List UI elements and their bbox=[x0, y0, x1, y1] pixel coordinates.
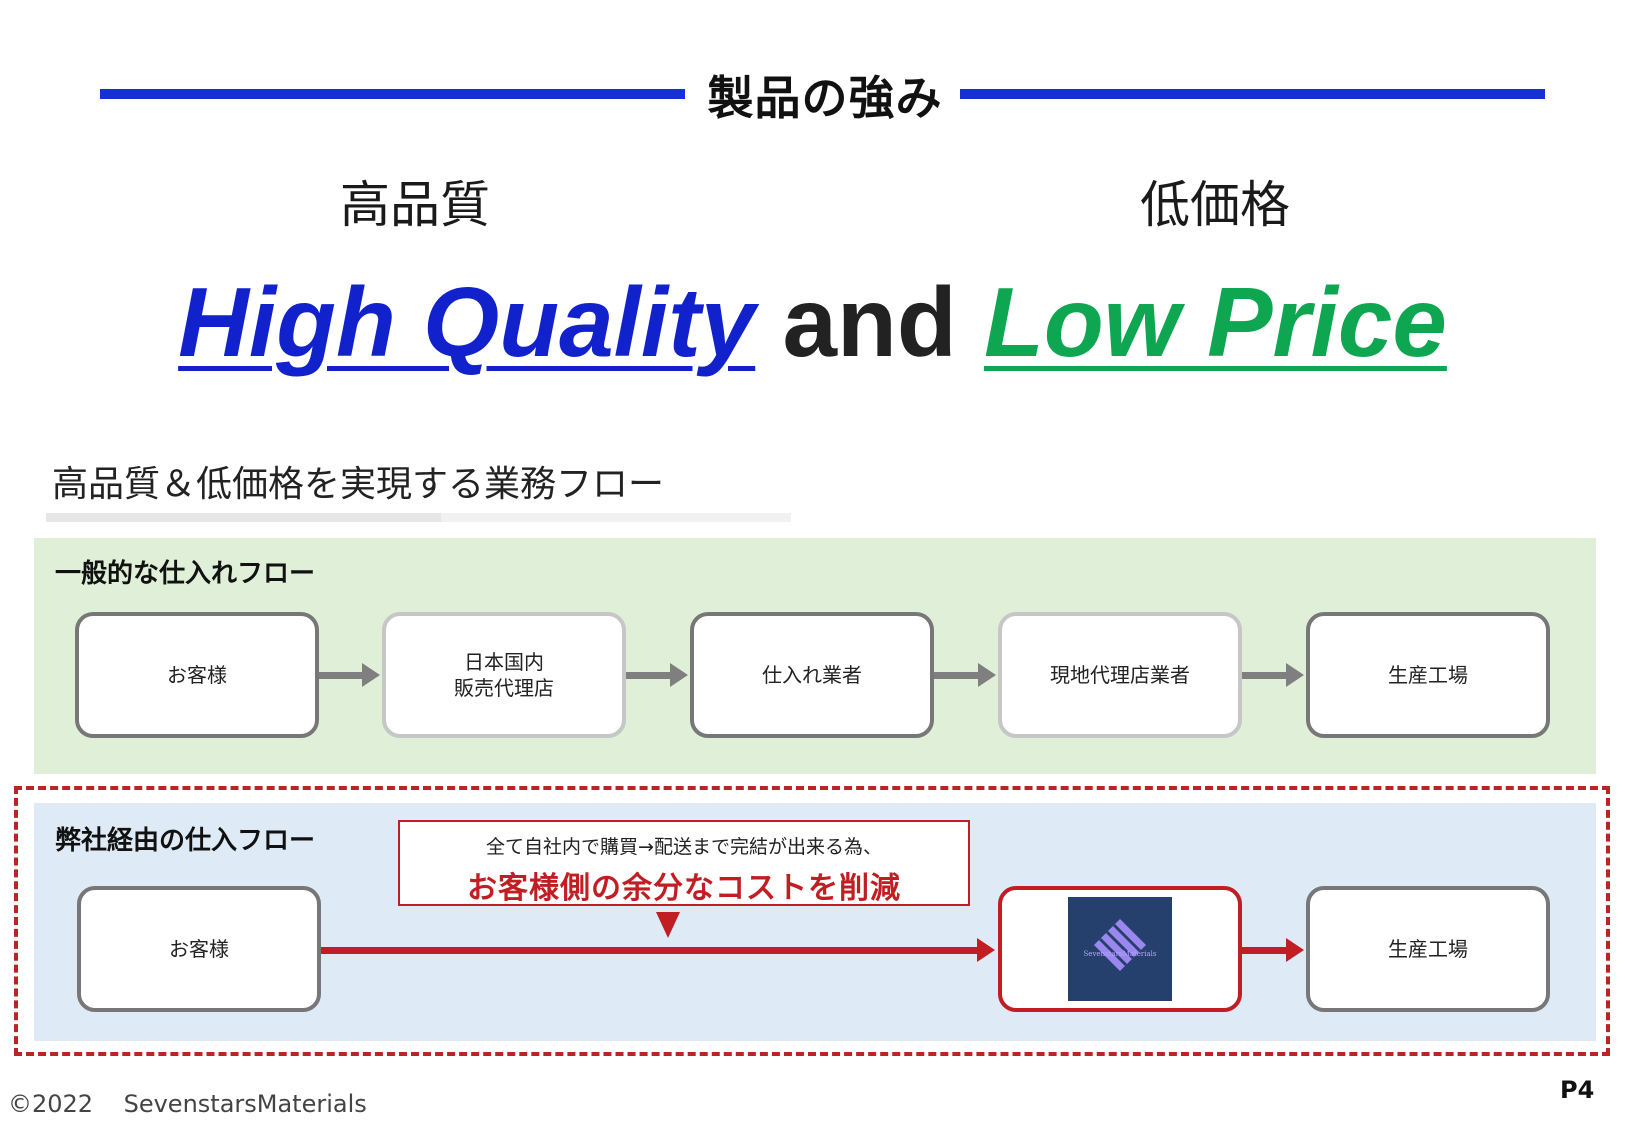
tagline-and: and bbox=[782, 267, 957, 377]
callout-emphasis: お客様側の余分なコストを削減 bbox=[467, 871, 901, 906]
label-low-price: 低価格 bbox=[1140, 176, 1290, 234]
node-label: お客様 bbox=[169, 937, 229, 961]
node-label: お客様 bbox=[167, 663, 227, 687]
subheading-underline bbox=[46, 513, 791, 522]
general-flow-heading: 一般的な仕入れフロー bbox=[55, 559, 316, 589]
our-node-factory: 生産工場 bbox=[1306, 886, 1550, 1012]
page-number: P4 bbox=[1560, 1076, 1595, 1104]
general-node-local-agent: 現地代理店業者 bbox=[998, 612, 1242, 738]
general-node-supplier: 仕入れ業者 bbox=[690, 612, 934, 738]
label-high-quality: 高品質 bbox=[340, 176, 490, 234]
company-logo-text: SevenstarsMaterials bbox=[1083, 950, 1157, 958]
general-arrow-2 bbox=[626, 663, 688, 687]
callout-pointer-icon bbox=[656, 912, 680, 938]
node-label: 生産工場 bbox=[1388, 663, 1468, 687]
our-flow-heading: 弊社経由の仕入フロー bbox=[55, 826, 316, 856]
tagline: High Quality and Low Price bbox=[0, 262, 1625, 382]
general-node-factory: 生産工場 bbox=[1306, 612, 1550, 738]
our-node-customer: お客様 bbox=[77, 886, 321, 1012]
node-label: 生産工場 bbox=[1388, 937, 1468, 961]
footer-copyright: ©2022 SevenstarsMaterials bbox=[8, 1090, 367, 1118]
node-label: 現地代理店業者 bbox=[1050, 663, 1190, 687]
general-node-domestic-agent: 日本国内 販売代理店 bbox=[382, 612, 626, 738]
node-label: 仕入れ業者 bbox=[762, 663, 862, 687]
tagline-high-quality: High Quality bbox=[178, 267, 756, 377]
general-arrow-1 bbox=[319, 663, 380, 687]
title-rule-left bbox=[100, 89, 685, 99]
diamond-logo-icon bbox=[1094, 919, 1146, 971]
general-node-customer: お客様 bbox=[75, 612, 319, 738]
callout-description: 全て自社内で購買→配送まで完結が出来る為、 bbox=[486, 836, 882, 858]
flow-subheading: 高品質＆低価格を実現する業務フロー bbox=[52, 464, 665, 505]
company-logo: SevenstarsMaterials bbox=[1068, 897, 1172, 1001]
highlight-dashed-frame bbox=[14, 786, 1610, 1056]
our-arrow-company-to-factory bbox=[1242, 938, 1304, 962]
general-arrow-4 bbox=[1242, 663, 1304, 687]
section-title: 製品の強み bbox=[707, 71, 943, 125]
node-label: 販売代理店 bbox=[454, 676, 554, 700]
cost-reduction-callout: 全て自社内で購買→配送まで完結が出来る為、 お客様側の余分なコストを削減 bbox=[398, 820, 970, 906]
tagline-low-price: Low Price bbox=[983, 267, 1447, 377]
title-rule-right bbox=[960, 89, 1545, 99]
node-label: 日本国内 bbox=[464, 650, 544, 674]
general-arrow-3 bbox=[934, 663, 996, 687]
our-arrow-customer-to-company bbox=[321, 938, 995, 962]
our-node-company: SevenstarsMaterials bbox=[998, 886, 1242, 1012]
